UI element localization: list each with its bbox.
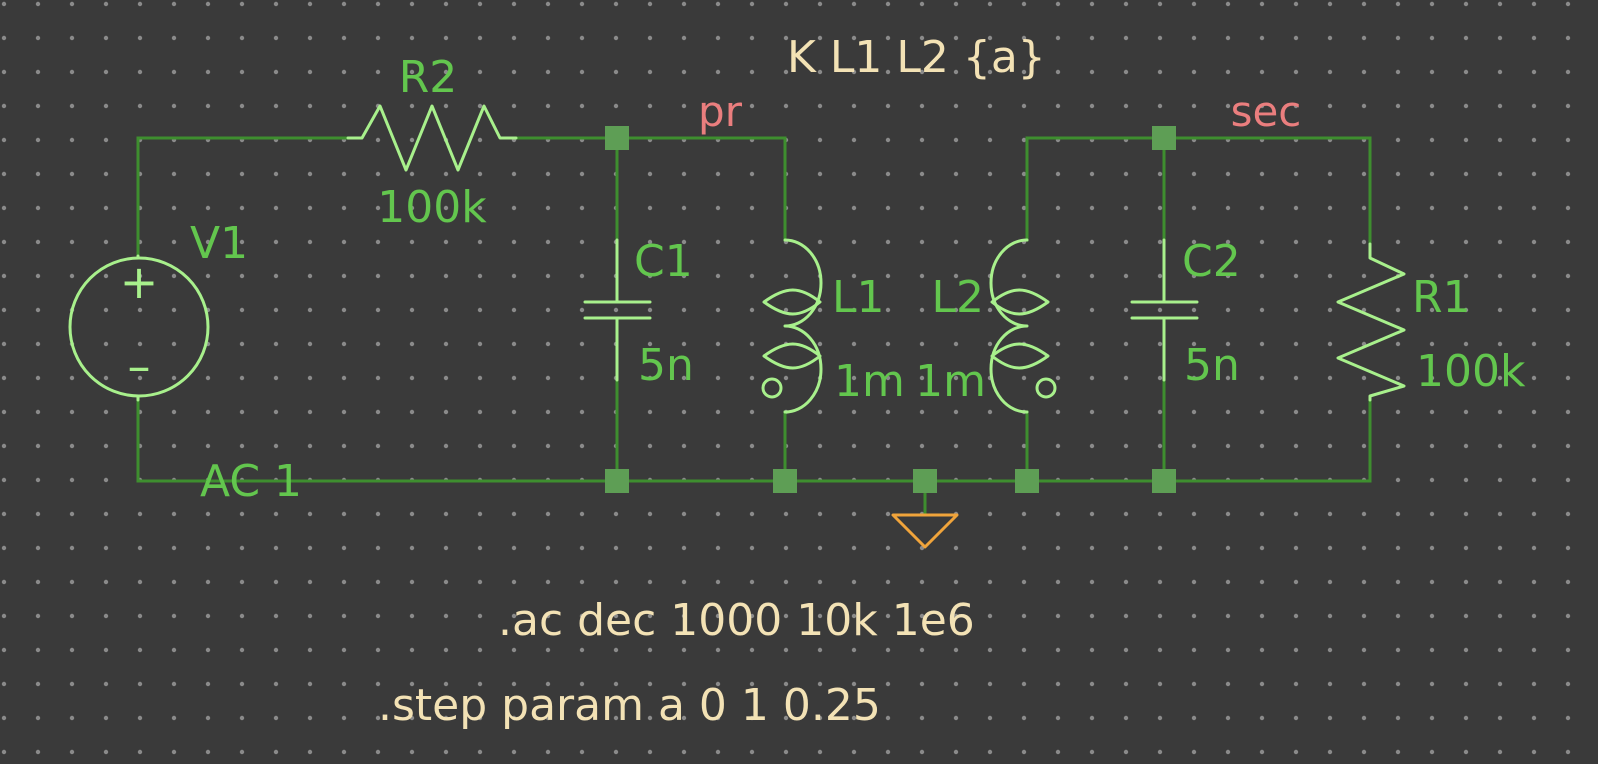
capacitor-c1[interactable]: [583, 238, 652, 382]
junction-dot: [605, 126, 629, 150]
resistor-r1-icon[interactable]: [1336, 242, 1406, 402]
junction-dot: [1152, 469, 1176, 493]
phase-dot-icon: [1035, 377, 1057, 399]
inductor-coil-icon: [783, 238, 823, 414]
step-param-directive[interactable]: .step param a 0 1 0.25: [378, 680, 881, 731]
r1-value-label[interactable]: 100k: [1416, 346, 1526, 397]
net-label-sec[interactable]: sec: [1231, 87, 1302, 136]
inductor-loop: [990, 288, 1050, 316]
capacitor-c2[interactable]: [1130, 238, 1199, 382]
wire-sec-top[interactable]: [1025, 136, 1372, 246]
net-label-pr[interactable]: pr: [698, 87, 743, 136]
v1-name-label[interactable]: V1: [190, 218, 248, 269]
r1-name-label[interactable]: R1: [1412, 272, 1471, 323]
inductor-loop: [990, 342, 1050, 370]
inductor-l1[interactable]: [761, 238, 823, 414]
l1-value-label[interactable]: 1m: [834, 356, 905, 407]
junction-dot: [1015, 469, 1039, 493]
l2-name-label[interactable]: L2: [931, 272, 984, 323]
ground-icon[interactable]: [891, 513, 959, 549]
resistor-r2-icon[interactable]: [346, 104, 518, 172]
wire-v1-top-to-r2[interactable]: [136, 136, 350, 258]
c1-name-label[interactable]: C1: [634, 236, 693, 287]
wires[interactable]: [136, 136, 1372, 517]
inductor-coil-icon: [989, 238, 1029, 414]
v1-value-label[interactable]: AC 1: [200, 456, 302, 507]
l2-value-label[interactable]: 1m: [915, 356, 986, 407]
inductor-loop: [762, 288, 822, 316]
r2-name-label[interactable]: R2: [399, 52, 458, 103]
phase-dot-icon: [761, 377, 783, 399]
junction-dot: [605, 469, 629, 493]
v1-plus-sign: +: [120, 255, 159, 309]
v1-minus-sign: –: [128, 339, 151, 393]
coupling-directive[interactable]: K L1 L2 {a}: [787, 32, 1046, 83]
junction-dot: [773, 469, 797, 493]
voltage-source-v1[interactable]: [68, 254, 210, 402]
junction-dot: [913, 469, 937, 493]
r2-value-label[interactable]: 100k: [377, 182, 487, 233]
junction-dot: [1152, 126, 1176, 150]
ac-analysis-directive[interactable]: .ac dec 1000 10k 1e6: [498, 595, 975, 646]
junctions: [605, 126, 1176, 493]
c2-name-label[interactable]: C2: [1182, 236, 1241, 287]
c2-value-label[interactable]: 5n: [1184, 340, 1240, 391]
l1-name-label[interactable]: L1: [832, 272, 885, 323]
c1-value-label[interactable]: 5n: [638, 340, 694, 391]
wire-v1-bottom[interactable]: [136, 398, 1372, 483]
inductor-loop: [762, 342, 822, 370]
inductor-l2[interactable]: [989, 238, 1057, 414]
components[interactable]: [68, 104, 1406, 414]
